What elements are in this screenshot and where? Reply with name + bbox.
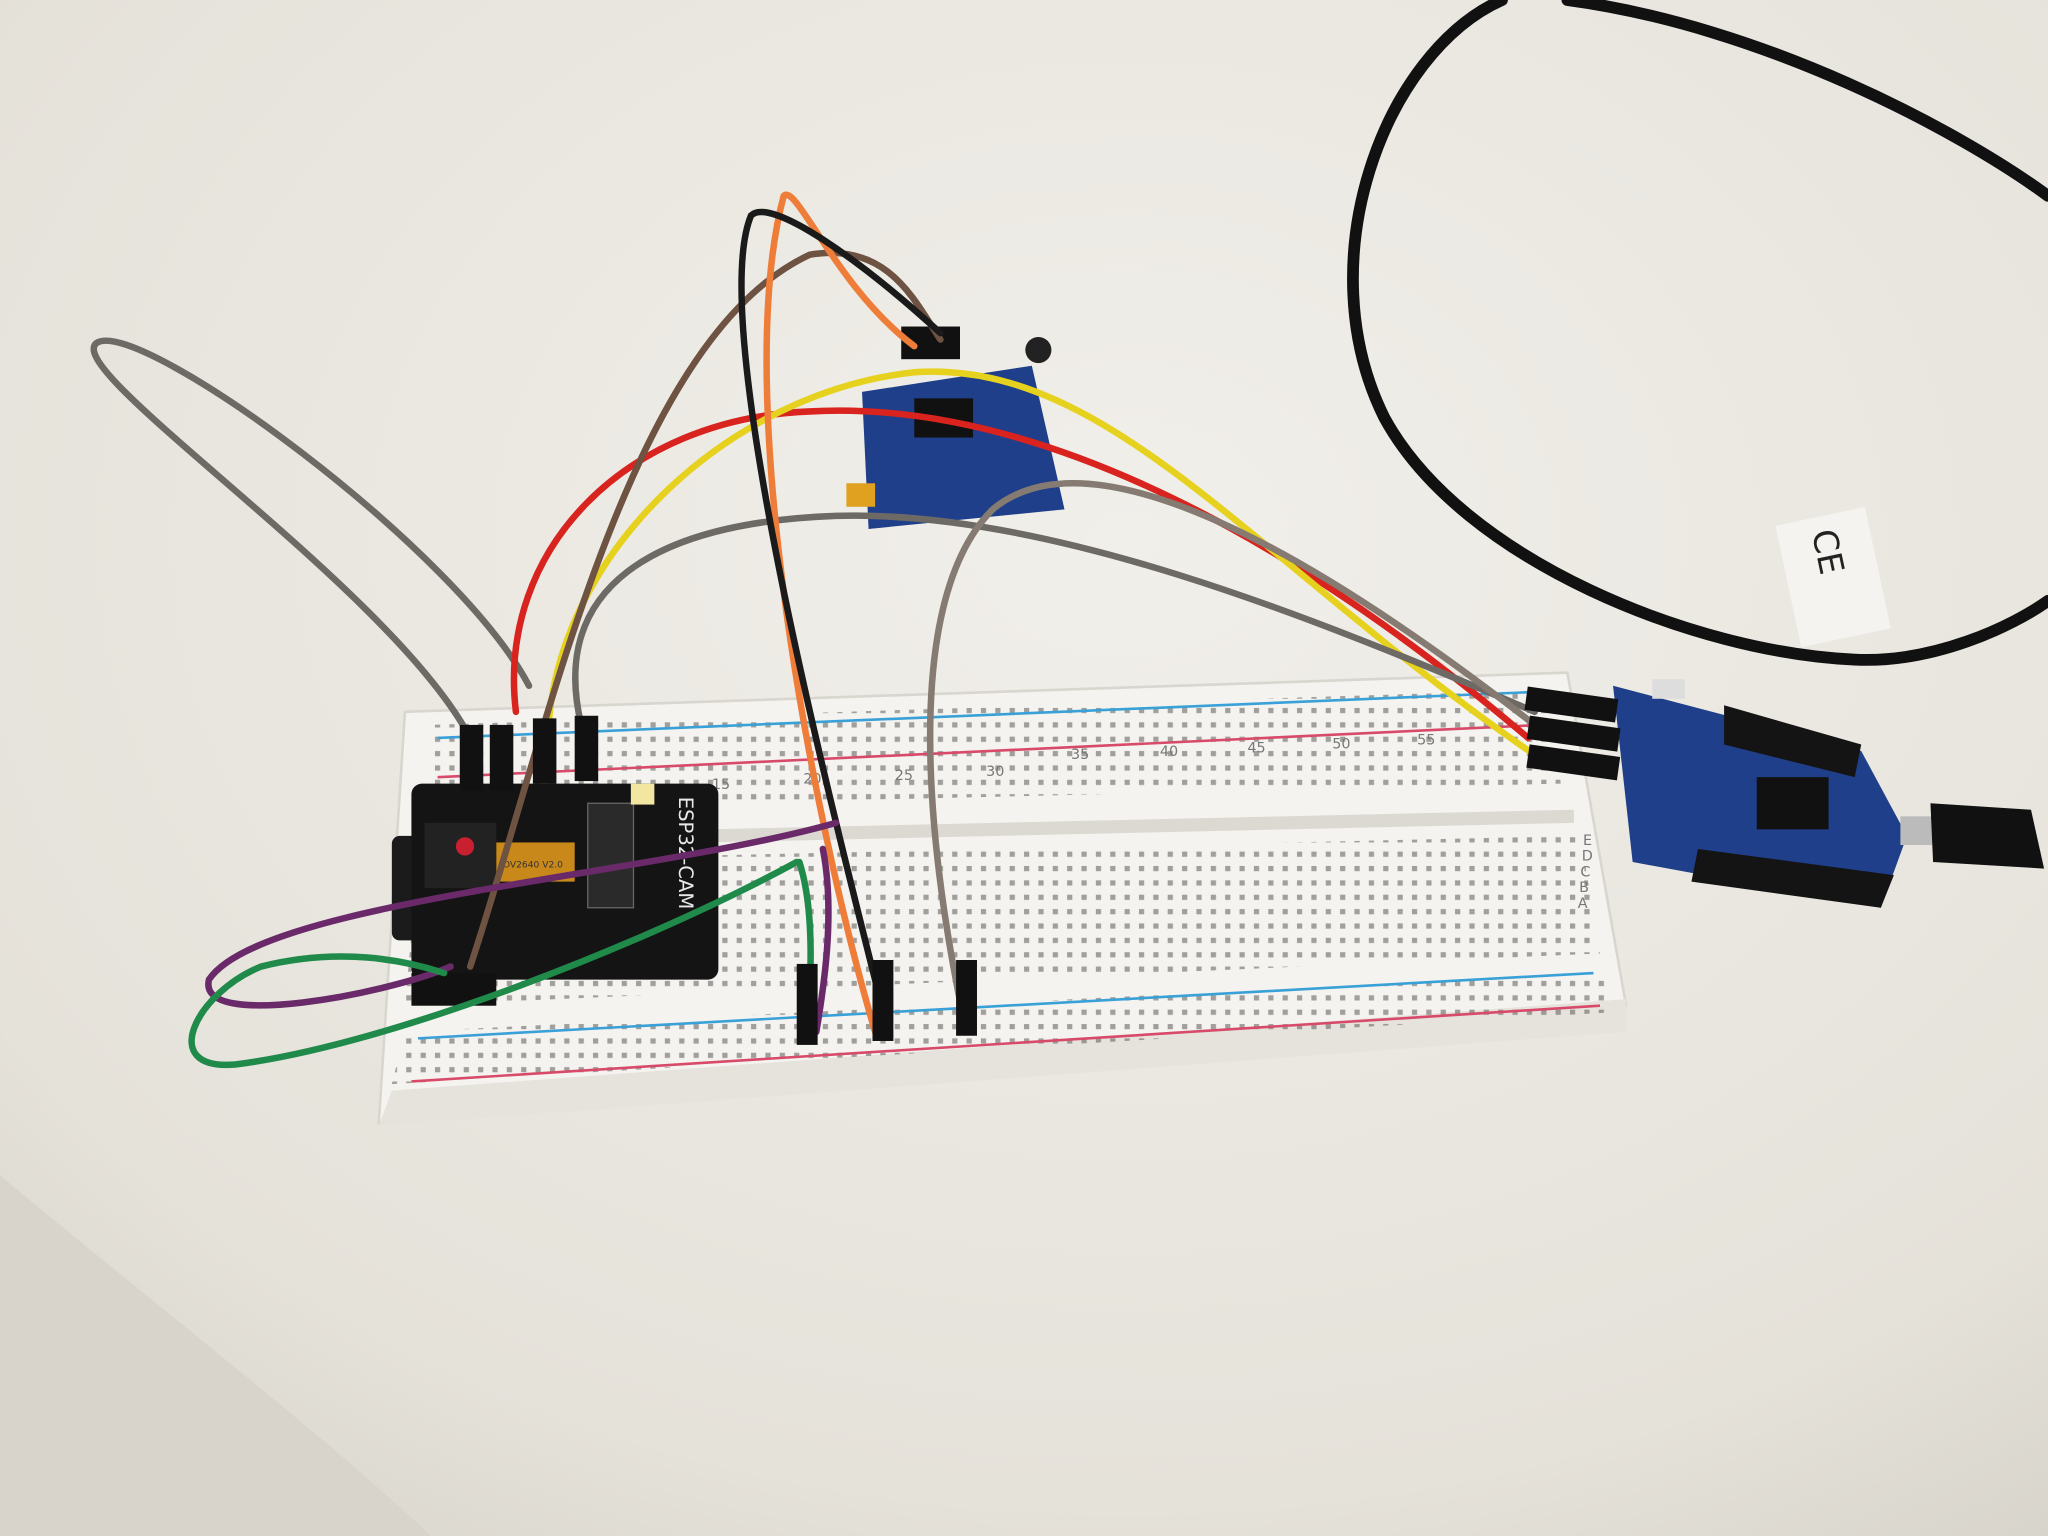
- wire-yellow: [545, 368, 1538, 759]
- wire-brown: [466, 249, 944, 970]
- wire-red: [510, 407, 1532, 742]
- camera-lens-icon: [455, 837, 475, 856]
- dupont-connectors: [459, 686, 1621, 1045]
- svg-text:A: A: [1578, 896, 1588, 912]
- wire-black: [738, 208, 944, 1036]
- svg-text:50: 50: [1332, 736, 1350, 752]
- svg-text:C: C: [1580, 864, 1590, 880]
- wire-gray-mid: [572, 512, 1538, 729]
- wire-orange: [763, 191, 918, 1036]
- pir-sensor-module: [846, 326, 1065, 529]
- jumper-wires: [90, 191, 1538, 1069]
- ftdi-usb-adapter: [1613, 679, 2045, 908]
- svg-text:40: 40: [1160, 744, 1178, 760]
- svg-text:E: E: [1583, 833, 1592, 849]
- svg-text:D: D: [1582, 849, 1593, 865]
- svg-text:45: 45: [1247, 740, 1265, 756]
- svg-text:55: 55: [1417, 732, 1435, 748]
- esp32-cam-board: OV2640 V2.0 ESP32-CAM: [391, 783, 719, 1006]
- shadow-area: [0, 1175, 432, 1536]
- svg-text:B: B: [1579, 880, 1589, 896]
- column-numbers: 15 20 25 30 35 40 45 50 55: [712, 732, 1436, 792]
- camera-label: OV2640 V2.0: [503, 860, 563, 870]
- wire-gray-left: [90, 337, 533, 742]
- ce-tag: CE: [1775, 506, 1891, 648]
- svg-text:30: 30: [986, 764, 1004, 780]
- wire-gray-right: [926, 480, 1538, 1036]
- wire-purple: [205, 819, 840, 1036]
- row-letters: A B C D E: [1578, 833, 1593, 912]
- svg-text:35: 35: [1071, 747, 1089, 763]
- usb-cable: [1347, 0, 2048, 666]
- svg-text:25: 25: [895, 768, 913, 784]
- ce-mark-text: CE: [1803, 526, 1852, 578]
